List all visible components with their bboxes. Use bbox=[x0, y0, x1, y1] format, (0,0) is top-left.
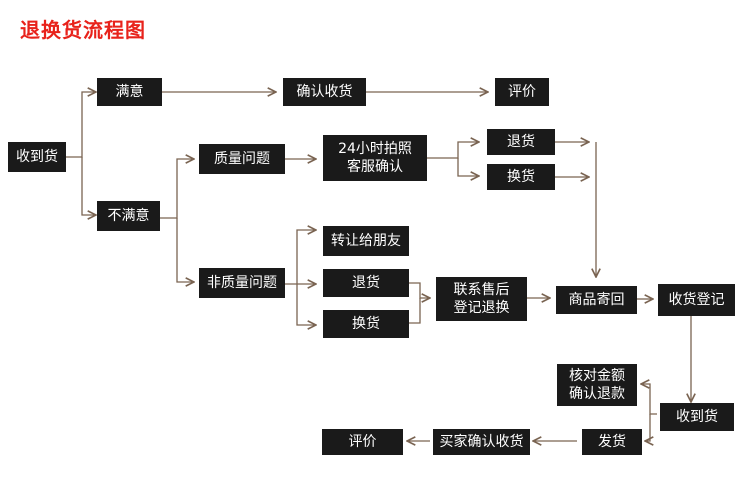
edge-received-to-satisfied bbox=[66, 92, 96, 158]
edge-photo-to-return bbox=[427, 142, 479, 159]
edge-photo-to-exchange bbox=[457, 158, 479, 176]
node-confirm-receipt: 确认收货 bbox=[283, 78, 366, 106]
node-review-top: 评价 bbox=[495, 78, 549, 106]
node-ship: 发货 bbox=[582, 429, 642, 455]
page-title: 退换货流程图 bbox=[20, 18, 146, 42]
node-quality-issue: 质量问题 bbox=[199, 144, 285, 174]
edge-nonquality-to-exchange bbox=[296, 284, 316, 325]
node-return-quality: 退货 bbox=[487, 129, 555, 155]
node-received-return: 收到货 bbox=[660, 403, 734, 431]
edge-exchange-to-contact bbox=[409, 298, 421, 324]
node-unsatisfied: 不满意 bbox=[97, 201, 160, 231]
node-satisfied: 满意 bbox=[97, 78, 162, 106]
edge-nonquality-to-transfer bbox=[285, 230, 316, 285]
node-contact-aftersales: 联系售后 登记退换 bbox=[436, 277, 527, 321]
node-review-bottom: 评价 bbox=[322, 429, 403, 455]
node-return-nonquality: 退货 bbox=[323, 269, 409, 297]
node-send-back: 商品寄回 bbox=[556, 286, 637, 314]
edge-received-to-verify bbox=[641, 384, 657, 415]
edge-unsatisfied-to-nonquality bbox=[176, 218, 194, 282]
edge-received-to-ship bbox=[645, 414, 650, 441]
node-photo-cs: 24小时拍照 客服确认 bbox=[323, 135, 427, 181]
edge-received-to-unsatisfied bbox=[81, 157, 96, 215]
node-verify-refund: 核对金额 确认退款 bbox=[557, 364, 637, 406]
node-buyer-confirm: 买家确认收货 bbox=[433, 429, 530, 455]
node-exchange-quality: 换货 bbox=[487, 164, 555, 190]
node-non-quality-issue: 非质量问题 bbox=[199, 268, 285, 298]
node-received: 收到货 bbox=[8, 142, 66, 172]
node-transfer-friend: 转让给朋友 bbox=[323, 226, 409, 256]
node-receipt-register: 收货登记 bbox=[658, 284, 735, 316]
edge-unsatisfied-to-quality bbox=[160, 159, 194, 219]
edge-return-to-contact bbox=[409, 282, 430, 298]
node-exchange-nonquality: 换货 bbox=[323, 310, 409, 338]
